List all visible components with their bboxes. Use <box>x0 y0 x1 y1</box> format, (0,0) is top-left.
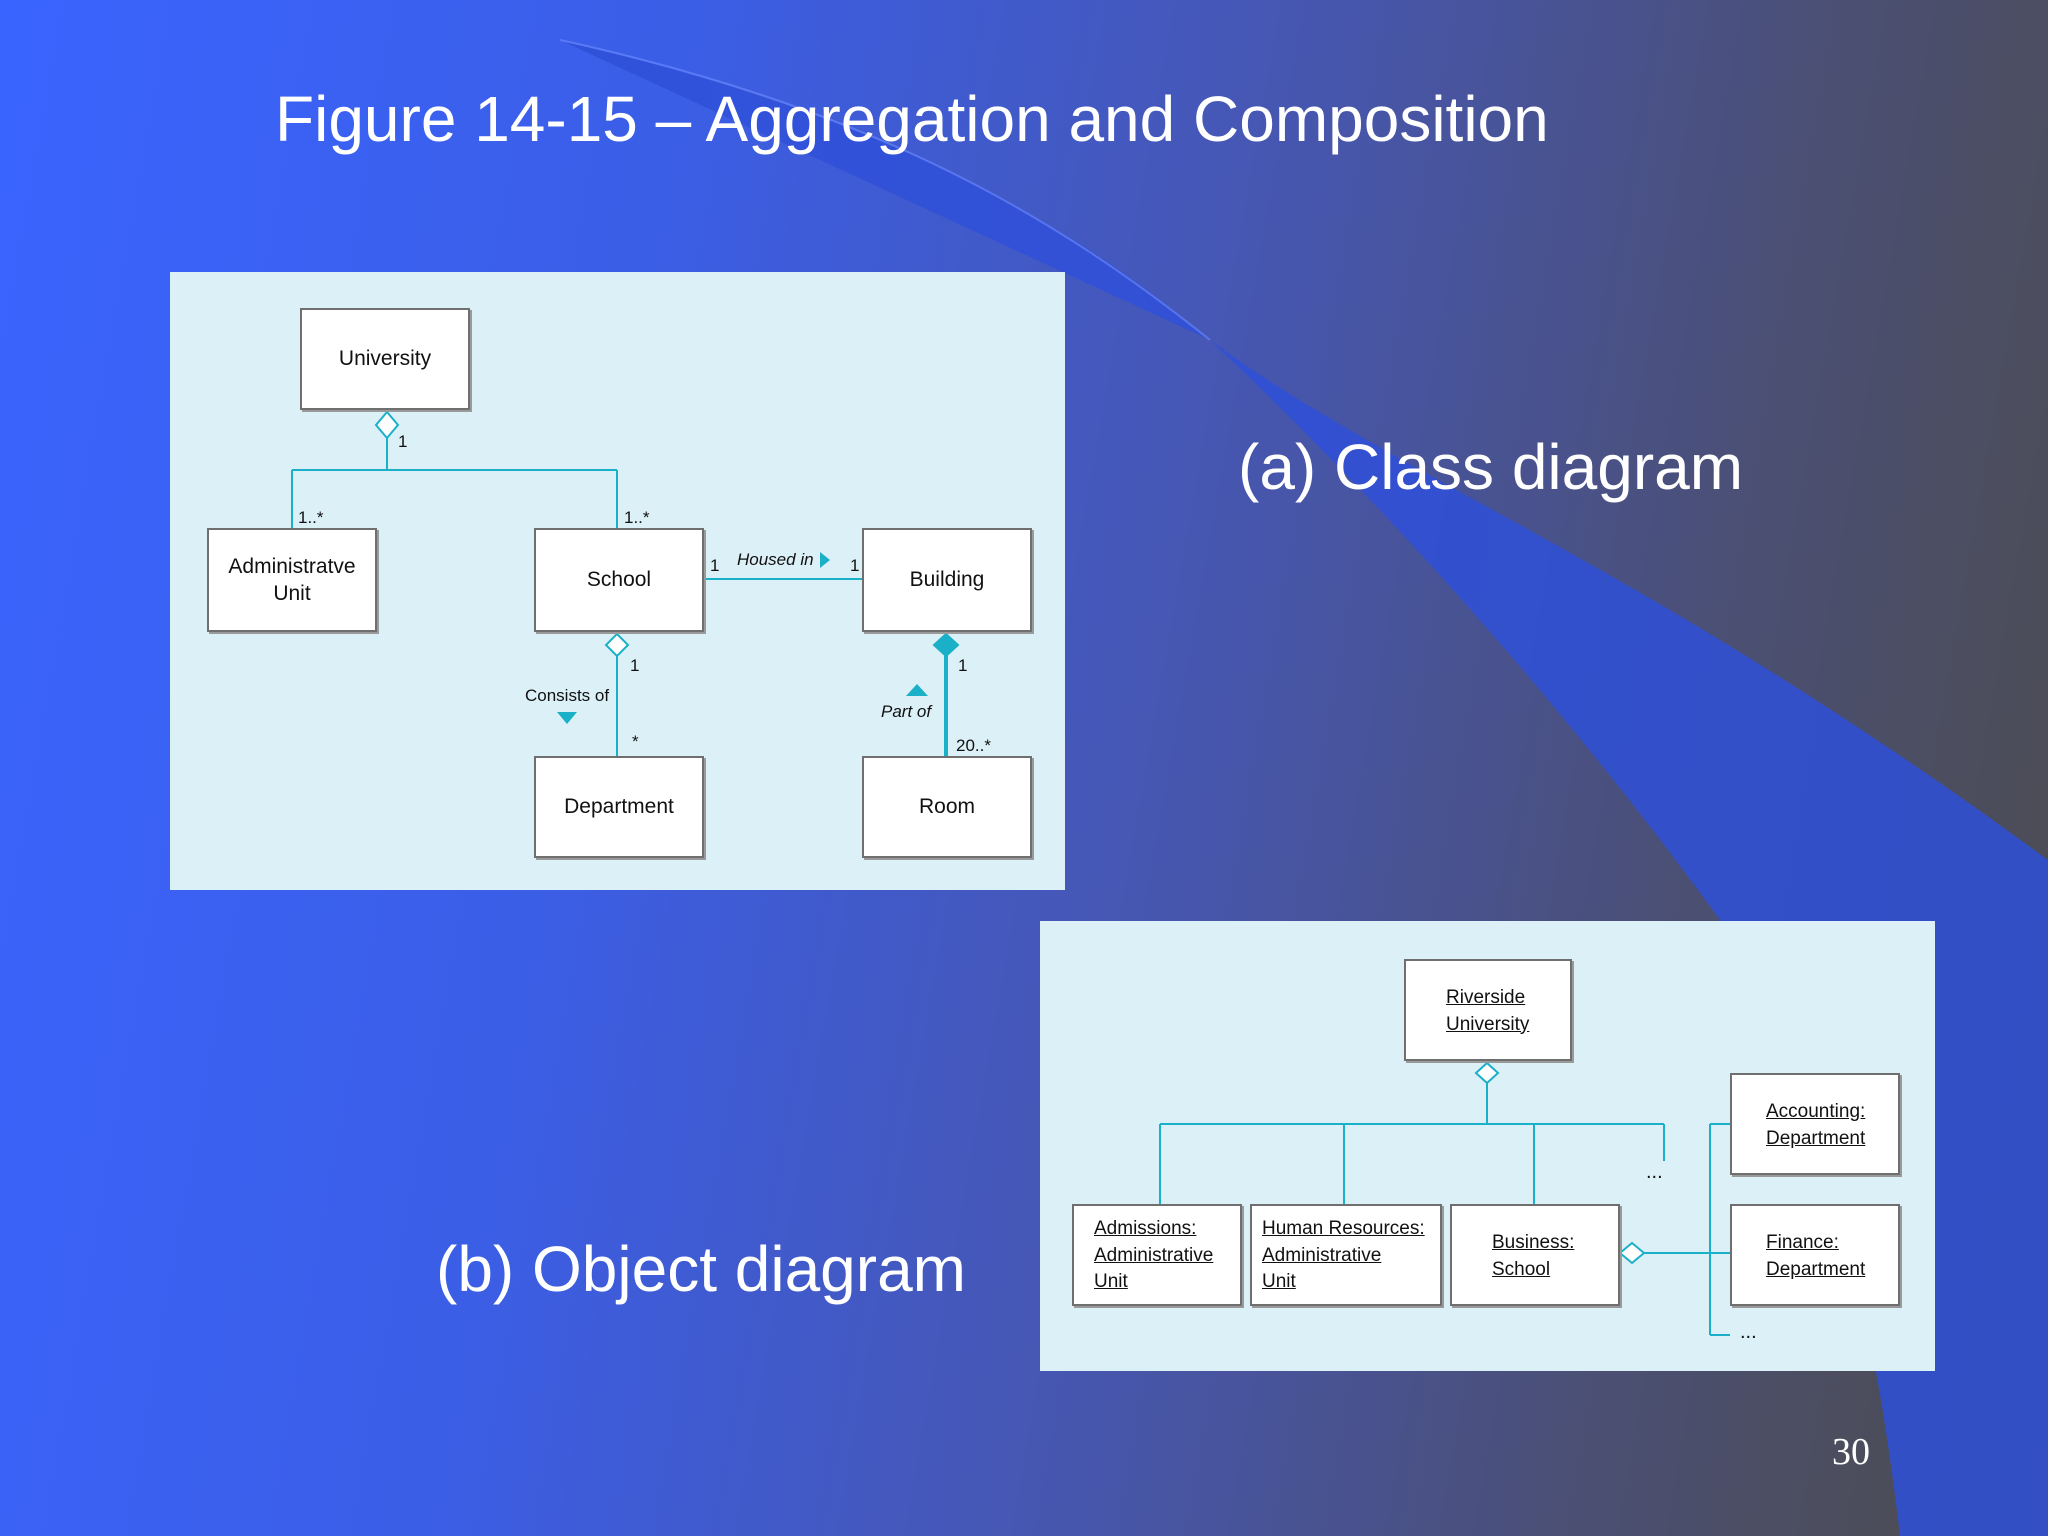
object-accounting: Accounting: Department <box>1730 1073 1900 1175</box>
object-finance-label: Finance: Department <box>1766 1232 1866 1280</box>
object-accounting-label: Accounting: Department <box>1766 1101 1866 1149</box>
multiplicity-building-housed: 1 <box>850 556 860 575</box>
class-room: Room <box>862 756 1032 858</box>
multiplicity-school-consists: 1 <box>630 656 640 675</box>
class-department: Department <box>534 756 704 858</box>
association-housed-in: Housed in <box>737 550 814 569</box>
object-riverside-label: Riverside University <box>1446 987 1530 1035</box>
class-school: School <box>534 528 704 632</box>
ellipsis-more-departments: ... <box>1740 1321 1757 1343</box>
object-human-resources: Human Resources: Administrative Unit <box>1250 1204 1442 1306</box>
multiplicity-department: * <box>632 732 639 751</box>
class-diagram-panel: University Administratve Unit School Bui… <box>170 272 1065 890</box>
caption-class-diagram: (a) Class diagram <box>1238 431 1744 503</box>
class-building: Building <box>862 528 1032 632</box>
consists-of-arrow <box>557 712 577 724</box>
aggregation-diamond-school <box>604 632 630 658</box>
association-consists-of: Consists of <box>525 686 610 705</box>
object-business-school: Business: School <box>1450 1204 1620 1306</box>
multiplicity-admin: 1..* <box>298 508 324 527</box>
caption-object-diagram: (b) Object diagram <box>436 1233 966 1305</box>
multiplicity-school-university: 1..* <box>624 508 650 527</box>
slide-title: Figure 14-15 – Aggregation and Compositi… <box>275 83 1549 155</box>
class-diagram-connectors <box>291 410 960 756</box>
object-human-resources-label: Human Resources: Administrative Unit <box>1262 1218 1425 1293</box>
aggregation-diamond-business <box>1618 1241 1646 1265</box>
housed-in-arrow <box>820 552 830 568</box>
multiplicity-room: 20..* <box>956 736 991 755</box>
class-university: University <box>300 308 470 410</box>
object-admissions: Admissions: Administrative Unit <box>1072 1204 1242 1306</box>
object-diagram-connectors <box>1159 1061 1730 1336</box>
object-diagram-panel: Riverside University Admissions: Adminis… <box>1040 921 1935 1371</box>
part-of-arrow <box>906 684 928 696</box>
multiplicity-school-housed: 1 <box>710 556 720 575</box>
object-riverside-university: Riverside University <box>1404 959 1572 1061</box>
multiplicity-building-part: 1 <box>958 656 968 675</box>
page-number: 30 <box>1832 1431 1870 1473</box>
ellipsis-more-units: ... <box>1646 1161 1663 1183</box>
class-administrative-unit: Administratve Unit <box>207 528 377 632</box>
composition-diamond-building <box>932 632 960 658</box>
object-business-label: Business: School <box>1492 1232 1575 1280</box>
object-admissions-label: Admissions: Administrative Unit <box>1094 1218 1214 1293</box>
multiplicity-university: 1 <box>398 432 408 451</box>
aggregation-diamond-riverside <box>1474 1061 1500 1085</box>
association-part-of: Part of <box>881 702 932 721</box>
aggregation-diamond-university <box>374 410 400 440</box>
object-finance: Finance: Department <box>1730 1204 1900 1306</box>
